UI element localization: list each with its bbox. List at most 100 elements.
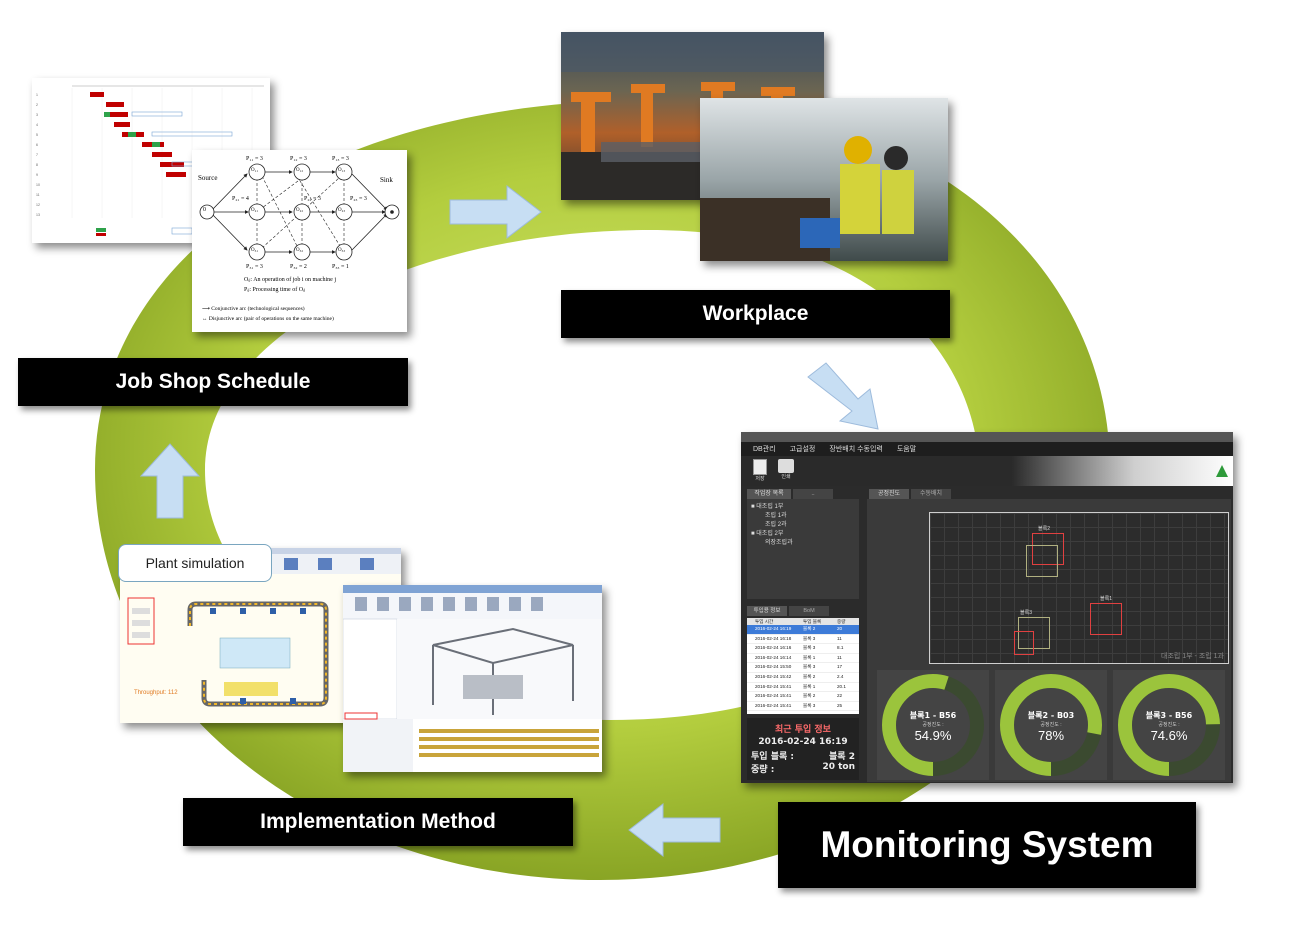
header-time: 투입 시간 — [755, 619, 774, 624]
tree-item[interactable]: 의장조립과 — [765, 540, 793, 546]
table-cell: 22 — [837, 693, 843, 699]
worklist-tab-extra[interactable]: .. — [793, 489, 833, 499]
table-row[interactable]: 2016-02-24 15:41 블록 2 22 — [747, 692, 859, 702]
gauge-value: 54.9% — [914, 728, 952, 743]
up-triangle-icon — [1216, 465, 1228, 477]
o22-node: O₂₂ — [296, 208, 304, 213]
gauge-value: 78% — [1037, 728, 1065, 743]
recent-block-row: 투입 블록 : 블록 2 — [747, 749, 859, 762]
svg-text:6: 6 — [36, 143, 38, 147]
print-button[interactable]: 인쇄 — [775, 459, 797, 483]
cad-sim-graphic — [343, 585, 602, 772]
tree-item[interactable]: ■ 대조립 2부 — [751, 531, 784, 537]
gauge-title: 블록2 - B03 — [1027, 711, 1075, 720]
tab-manual[interactable]: 수동배치 — [911, 489, 951, 499]
menu-advanced[interactable]: 고급설정 — [789, 446, 816, 453]
input-info-tab[interactable]: 투입용 정보 — [747, 606, 787, 616]
worklist-tab[interactable]: 작업장 목록 — [747, 489, 791, 499]
arrow-up-icon — [139, 443, 201, 519]
sink-label: Sink — [380, 176, 393, 184]
menu-help[interactable]: 도움말 — [896, 446, 917, 453]
map-block[interactable] — [1018, 617, 1050, 649]
header-block: 투입 블록 — [803, 619, 822, 624]
printer-icon — [778, 459, 794, 473]
graph-legend-disjunctive: ↔ Disjunctive arc (pair of operations on… — [202, 316, 334, 322]
monitoring-app-window: DB관리 고급설정 장반배치 수동입력 도움말 저장 인쇄 작업장 목록 .. … — [741, 432, 1233, 783]
save-button[interactable]: 저장 — [751, 459, 769, 483]
tree-item[interactable]: 조립 2과 — [765, 522, 787, 528]
svg-text:Throughput: 112: Throughput: 112 — [134, 690, 178, 696]
table-cell: 블록 2 — [803, 693, 816, 699]
disjunctive-graph-image: Source Sink 0 P₁₁ = 3 P₁₂ = 3 P₁₃ = 3 P₂… — [192, 150, 407, 332]
svg-text:3: 3 — [36, 113, 38, 117]
table-cell: 블록 2 — [803, 626, 816, 631]
map-block[interactable] — [1026, 545, 1058, 577]
monitoring-system-label: Monitoring System — [778, 802, 1196, 888]
svg-text:1: 1 — [36, 93, 38, 97]
o13-node: O₁₃ — [338, 168, 346, 173]
svg-text:9: 9 — [36, 173, 38, 177]
bom-tab[interactable]: BoM — [789, 606, 829, 616]
p12-label: P₁₂ = 3 — [290, 156, 307, 162]
block-map: 블록2 블록1 블록3 대조립 1부 - 조립 1과 — [929, 512, 1229, 664]
monitor-toolbar: 저장 인쇄 — [741, 456, 1233, 486]
tree-item[interactable]: ■ 대조립 1부 — [751, 504, 784, 510]
table-cell: 2016-02-24 16:18 — [755, 635, 792, 641]
table-header: 투입 시간 투입 블록 중량 — [747, 618, 859, 625]
workplace-label: Workplace — [561, 290, 950, 338]
monitor-titlebar — [741, 432, 1233, 442]
o12-node: O₁₂ — [296, 168, 304, 173]
table-cell: 블록 1 — [803, 683, 816, 689]
table-cell: 2016-02-24 16:14 — [755, 654, 792, 660]
recent-weight-row: 중량 : 20 ton — [747, 762, 859, 775]
map-block[interactable] — [1090, 603, 1122, 635]
table-cell: 11 — [837, 635, 842, 641]
p21-label: P₂₁ = 4 — [232, 196, 249, 202]
header-weight: 중량 — [837, 619, 846, 624]
arrow-left-icon — [628, 802, 721, 858]
table-cell: 블록 3 — [803, 664, 816, 670]
legend-disjunctive-text: Disjunctive arc (pair of operations on t… — [208, 316, 334, 322]
table-cell: 2016-02-24 15:41 — [755, 683, 792, 689]
table-cell: 2016-02-24 15:41 — [755, 693, 792, 699]
map-block[interactable] — [1032, 533, 1064, 565]
recent-block-value: 블록 2 — [829, 752, 855, 762]
menu-db[interactable]: DB관리 — [753, 446, 776, 453]
map-block-label: 블록1 — [1100, 596, 1112, 602]
p11-label: P₁₁ = 3 — [246, 156, 263, 162]
recent-info-panel: 최근 투입 정보 2016-02-24 16:19 투입 블록 : 블록 2 중… — [747, 718, 859, 780]
svg-text:2: 2 — [36, 103, 38, 107]
document-icon — [753, 459, 767, 475]
svg-text:13: 13 — [36, 213, 40, 217]
map-block[interactable] — [1014, 631, 1034, 655]
implementation-method-label: Implementation Method — [183, 798, 573, 846]
workers-photo — [700, 98, 948, 261]
cad-simulation-screenshot — [343, 585, 602, 772]
gauge-ring — [882, 674, 984, 776]
recent-title: 최근 투입 정보 — [775, 725, 831, 735]
svg-text:10: 10 — [36, 183, 40, 187]
print-label: 인쇄 — [781, 474, 791, 480]
recent-block-label: 투입 블록 : — [751, 752, 794, 762]
tab-progress[interactable]: 공정진도 — [869, 489, 909, 499]
menu-manual[interactable]: 장반배치 수동입력 — [829, 446, 883, 453]
table-cell: 25 — [837, 702, 843, 708]
p22-label: P₂₂ = 3 — [304, 196, 321, 202]
recent-time: 2016-02-24 16:19 — [758, 737, 848, 747]
job-shop-schedule-label: Job Shop Schedule — [18, 358, 408, 406]
o32-node: O₃₂ — [296, 248, 304, 253]
tree-item[interactable]: 조립 1과 — [765, 513, 787, 519]
table-cell: 2016-02-24 16:19 — [755, 626, 792, 631]
table-cell: 2016-02-24 15:41 — [755, 702, 792, 708]
